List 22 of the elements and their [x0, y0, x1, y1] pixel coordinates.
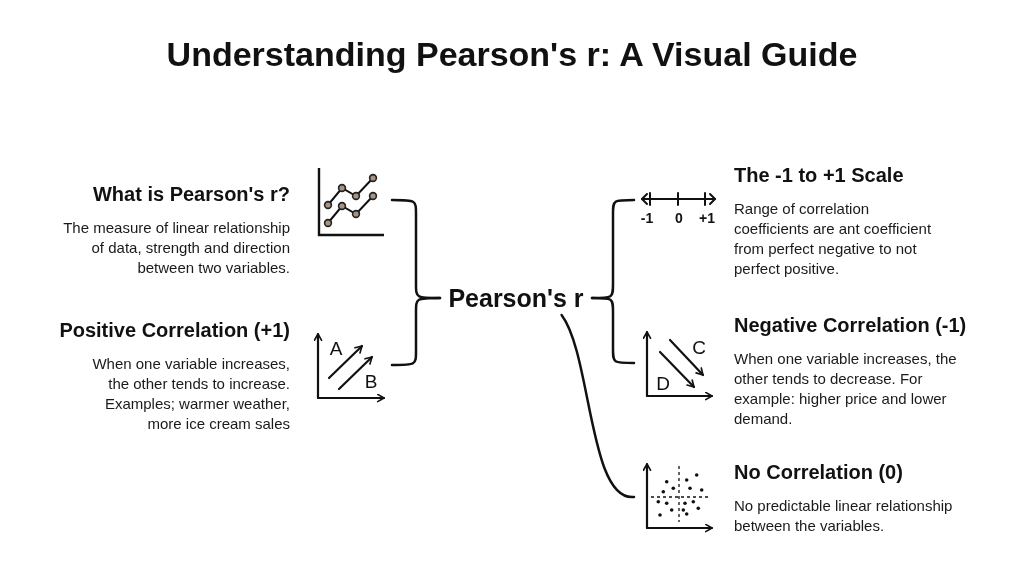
series-letter: D — [656, 373, 670, 393]
section-heading: What is Pearson's r? — [92, 182, 290, 206]
series-letter: C — [692, 337, 706, 357]
diagram-title: Understanding Pearson's r: A Visual Guide — [166, 34, 858, 75]
tick-label: -1 — [640, 211, 654, 225]
tick-label: +1 — [699, 211, 715, 225]
central-topic-label: Pearson's r — [440, 281, 592, 315]
series-letter: B — [364, 371, 378, 391]
section-heading: The -1 to +1 Scale — [734, 163, 904, 187]
series-letter: A — [329, 338, 343, 358]
tick-label: 0 — [675, 211, 683, 225]
section-heading: No Correlation (0) — [734, 460, 903, 484]
section-description: The measure of linear relationship of data, strength and direction between two variables. — [62, 218, 290, 278]
curved-connector — [560, 313, 636, 499]
section-description: Range of correlation coefficients are ant coefficient from perfect negative to not perfect positive. — [734, 199, 933, 279]
curly-brace-connector — [590, 296, 636, 365]
section-description: When one variable increases, the other tends to decrease. For example: higher price and lower demand. — [734, 349, 958, 429]
section-description: No predictable linear relationship between the variables. — [734, 496, 954, 536]
section-heading: Negative Correlation (-1) — [734, 313, 967, 337]
section-description: When one variable increases, the other tends to increase. Examples; warmer weather, more ice cream sales — [91, 354, 290, 434]
section-heading: Positive Correlation (+1) — [59, 318, 290, 342]
curly-brace-connector — [390, 296, 442, 367]
